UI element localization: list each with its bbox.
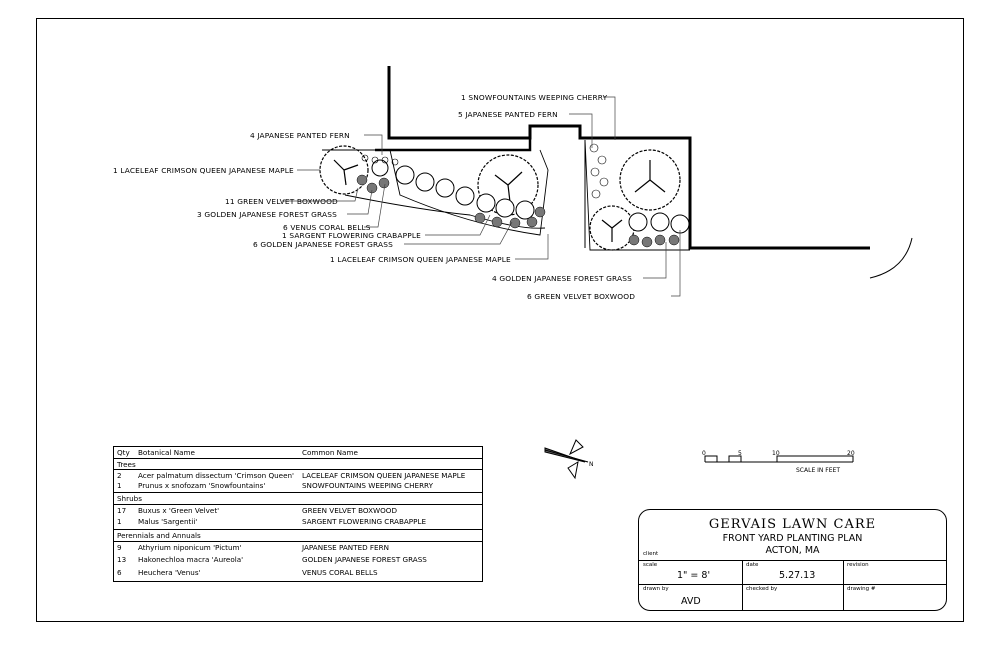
company-name: GERVAIS LAWN CARE xyxy=(708,517,877,532)
scale-label: scale xyxy=(643,562,658,568)
scale-tick-10: 10 xyxy=(772,450,780,457)
driveway-edge xyxy=(869,237,913,279)
table-row: 9 Athyrium niponicum 'Pictum' JAPANESE P… xyxy=(114,541,482,553)
table-row: 17 Buxus x 'Green Velvet' GREEN VELVET B… xyxy=(114,504,482,516)
table-row: 6 Heuchera 'Venus' VENUS CORAL BELLS xyxy=(117,568,378,577)
scale-tick-20: 20 xyxy=(847,450,855,457)
bed-edge-curve xyxy=(344,194,546,229)
scale-value: 1" = 8' xyxy=(677,570,711,581)
table-header-row: Qty Botanical Name Common Name xyxy=(114,447,482,458)
scale-label: SCALE IN FEET xyxy=(796,467,840,474)
callout-boxwood-6: 6 GREEN VELVET BOXWOOD xyxy=(527,292,635,301)
planting-bed-outline xyxy=(322,149,549,236)
header-qty: Qty xyxy=(117,448,130,457)
boxwood-shrubs xyxy=(371,159,690,234)
date-label: date xyxy=(746,562,759,568)
scale-tick-0: 0 xyxy=(702,450,706,457)
callout-maple-2: 1 LACELEAF CRIMSON QUEEN JAPANESE MAPLE xyxy=(330,255,511,264)
title-divider-2 xyxy=(639,584,946,585)
category-trees: Trees xyxy=(114,458,482,470)
house-wall-left xyxy=(387,66,870,250)
title-col-divider-1 xyxy=(742,560,743,610)
tree-sargent-crabapple xyxy=(589,205,635,251)
callout-snowfountains: 1 SNOWFOUNTAINS WEEPING CHERRY xyxy=(461,93,608,102)
drawing-border xyxy=(36,18,964,622)
callout-grass-6: 6 GOLDEN JAPANESE FOREST GRASS xyxy=(253,240,393,249)
callout-grass-3: 3 GOLDEN JAPANESE FOREST GRASS xyxy=(197,210,337,219)
callout-coral-bells: 6 VENUS CORAL BELLS xyxy=(283,223,371,232)
fern-plantings xyxy=(361,143,609,199)
title-block: GERVAIS LAWN CARE FRONT YARD PLANTING PL… xyxy=(638,509,947,611)
drawn-by-value: AVD xyxy=(681,596,701,607)
perennial-plantings xyxy=(356,174,680,248)
table-row: 1 Malus 'Sargentii' SARGENT FLOWERING CR… xyxy=(117,517,427,526)
callout-maple-1: 1 LACELEAF CRIMSON QUEEN JAPANESE MAPLE xyxy=(113,166,294,175)
tree-crimson-queen-maple-left xyxy=(319,145,369,195)
category-shrubs: Shrubs xyxy=(114,492,482,504)
drawing-number-label: drawing # xyxy=(847,586,876,592)
revision-label: revision xyxy=(847,562,869,568)
title-col-divider-2 xyxy=(843,560,844,610)
header-common: Common Name xyxy=(302,448,358,457)
callout-boxwood-11: 11 GREEN VELVET BOXWOOD xyxy=(225,197,338,206)
table-row: 13 Hakonechloa macra 'Aureola' GOLDEN JA… xyxy=(117,555,427,564)
checked-by-label: checked by xyxy=(746,586,778,592)
house-foundation xyxy=(375,66,870,250)
scale-tick-5: 5 xyxy=(738,450,742,457)
callout-fern-5: 5 JAPANESE PANTED FERN xyxy=(458,110,558,119)
project-title: FRONT YARD PLANTING PLAN xyxy=(722,533,863,544)
callout-crabapple: 1 SARGENT FLOWERING CRABAPPLE xyxy=(282,231,421,240)
title-divider-1 xyxy=(639,560,946,561)
callout-fern-4: 4 JAPANESE PANTED FERN xyxy=(250,131,350,140)
house-wall-bump xyxy=(375,138,532,152)
plant-schedule-table: Qty Botanical Name Common Name Trees 2 A… xyxy=(113,446,483,582)
table-row: 2 Acer palmatum dissectum 'Crimson Queen… xyxy=(114,469,482,481)
category-perennials: Perennials and Annuals xyxy=(114,529,482,541)
callout-grass-4: 4 GOLDEN JAPANESE FOREST GRASS xyxy=(492,274,632,283)
table-row: 1 Prunus x snofozam 'Snowfountains' SNOW… xyxy=(117,481,433,490)
project-location: ACTON, MA xyxy=(765,545,820,556)
right-bed-outline xyxy=(584,139,690,251)
date-value: 5.27.13 xyxy=(779,570,816,581)
header-botanical: Botanical Name xyxy=(138,448,195,457)
drawn-by-label: drawn by xyxy=(643,586,669,592)
client-label: client xyxy=(643,551,659,557)
scale-bar xyxy=(704,455,854,463)
north-arrow xyxy=(544,439,589,480)
north-arrow-label: N xyxy=(589,461,594,468)
tree-snowfountains-cherry xyxy=(619,149,681,211)
callout-leaders xyxy=(282,96,681,297)
